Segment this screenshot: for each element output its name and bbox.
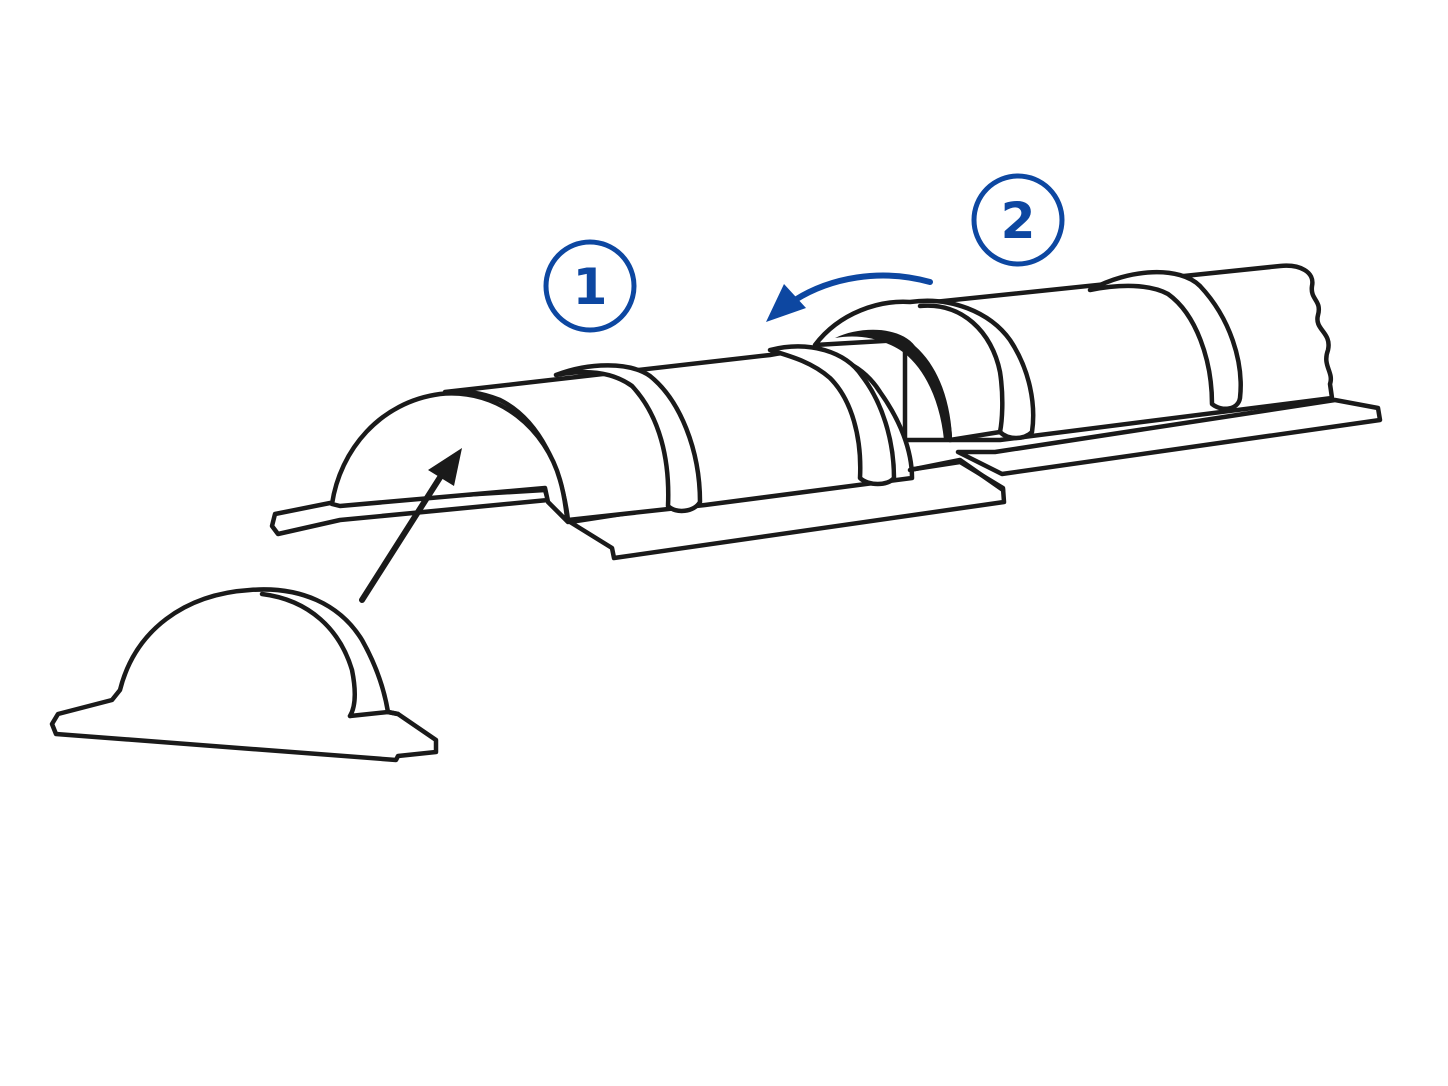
slide-direction-arrow <box>766 272 933 322</box>
ridge-tile-main <box>269 344 1007 561</box>
ridge-tile-middle <box>812 298 1036 443</box>
insert-arrow <box>359 448 462 603</box>
step-badge-1: 1 <box>543 239 637 333</box>
step-label: 1 <box>573 258 608 316</box>
ridge-end-cap <box>49 587 439 763</box>
step-badge-2: 2 <box>971 173 1065 267</box>
step-label: 2 <box>1001 192 1036 250</box>
